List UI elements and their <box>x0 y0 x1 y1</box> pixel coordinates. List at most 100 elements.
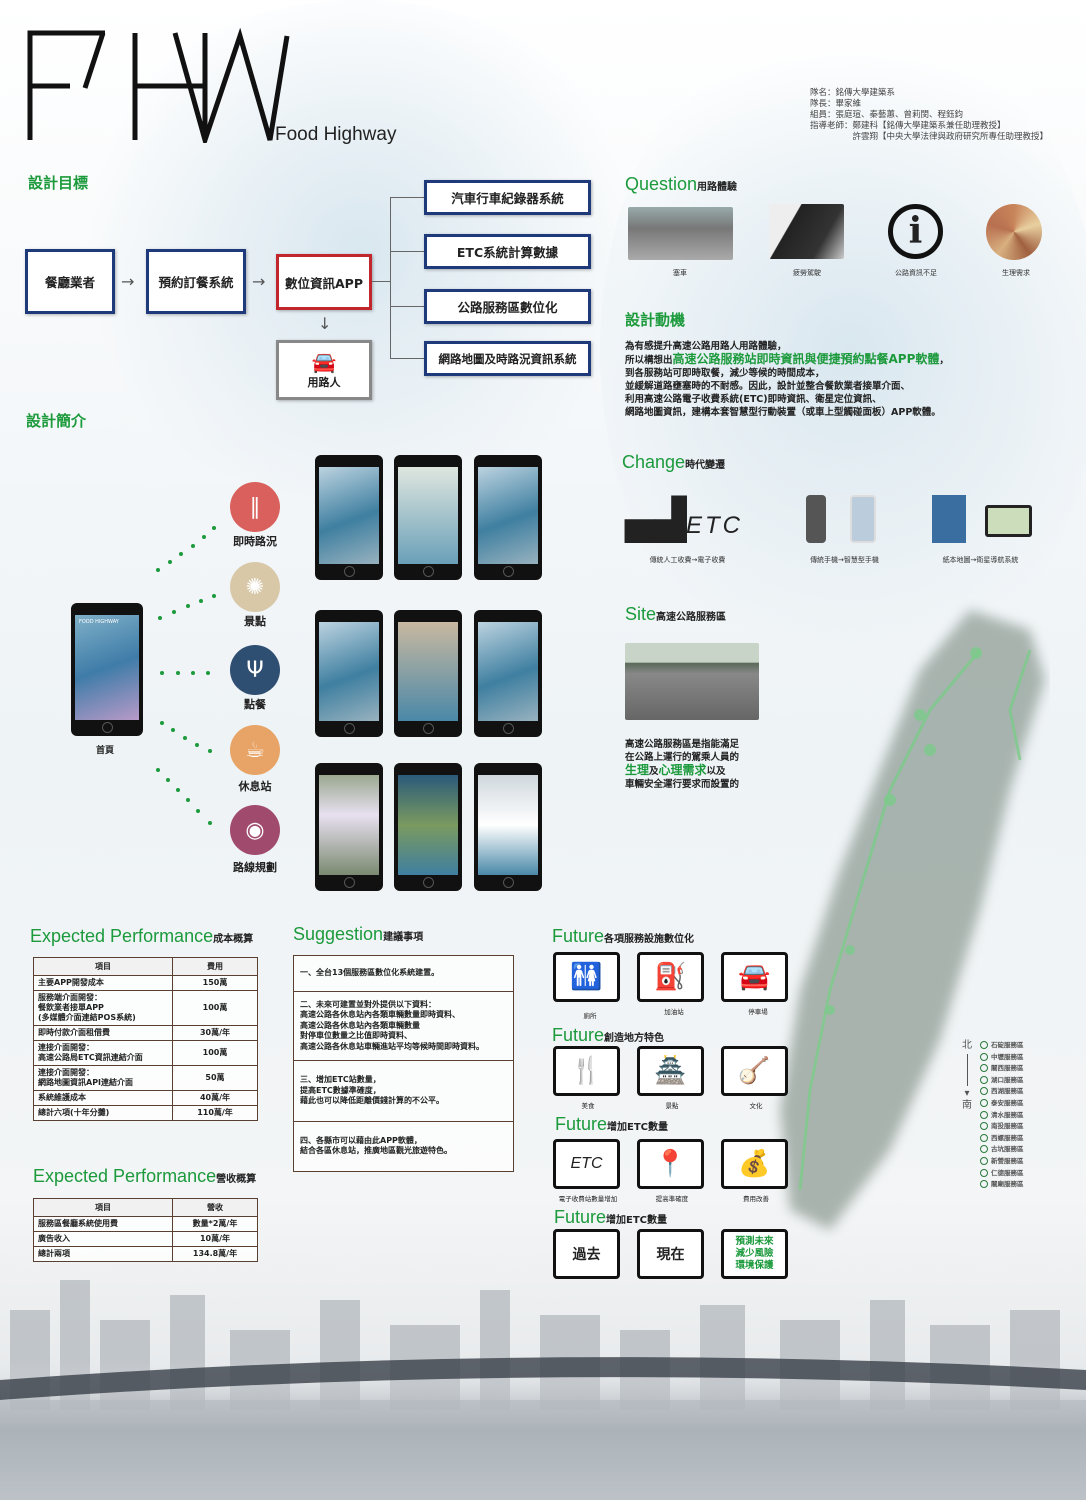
pipa-instrument-icon: 🪕 <box>721 1046 788 1096</box>
system-dashcam: 汽車行車紀錄器系統 <box>424 180 591 215</box>
design-goal-heading: 設計目標 <box>28 174 89 192</box>
design-intro-heading: 設計簡介 <box>26 412 87 430</box>
gas-pump-icon: ⛽ <box>637 952 704 1002</box>
app-screen <box>315 455 383 580</box>
logo-subtitle: Food Highway <box>275 124 397 145</box>
feature-label: 景點 <box>244 615 266 628</box>
app-screen <box>394 455 462 580</box>
old-phone-icon <box>806 495 826 543</box>
flow-digital-app: 數位資訊APP <box>276 254 372 310</box>
app-screen <box>315 610 383 737</box>
toll-booth-icon: ▄▟ <box>625 497 687 543</box>
home-label: 首頁 <box>95 746 114 756</box>
motivation-text: 為有感提升高速公路用路人用路體驗， 所以構想出高速公路服務站即時資訊與便捷預約點… <box>625 341 949 418</box>
app-screen <box>474 455 542 580</box>
app-screen <box>394 763 462 891</box>
change-caption: 傳統人工收費→電子收費 <box>649 556 726 564</box>
table-row: 總計六項(十年分攤)110萬/年 <box>33 1105 258 1121</box>
ferris-wheel-icon: ✺ <box>230 562 280 612</box>
arrow-right-icon: → <box>252 272 266 291</box>
home-phone: FOOD HIGHWAY <box>71 603 143 736</box>
coffee-cup-icon: ☕ <box>230 725 280 775</box>
taiwan-map <box>780 610 1045 1230</box>
food-photo <box>986 204 1042 260</box>
location-pin-icon: 📍 <box>637 1139 704 1189</box>
parking-car-icon: 🚘 <box>721 952 788 1002</box>
utensils-icon: Ψ <box>230 645 280 695</box>
app-screen <box>394 610 462 737</box>
traffic-jam-photo <box>628 207 733 260</box>
question-caption: 塞車 <box>673 269 687 277</box>
question-caption: 疲勞駕駛 <box>793 269 821 277</box>
landmark-icon: 🏯 <box>637 1046 704 1096</box>
revenue-heading: Expected Performance營收概算 <box>33 1166 257 1186</box>
future-caption: 加油站 <box>664 1008 684 1016</box>
system-service-area: 公路服務區數位化 <box>424 289 591 324</box>
suggestion-item: 三、增加ETC站數量， 提高ETC數據準確度， 藉此也可以降低距離價錢計算的不公… <box>294 1061 513 1122</box>
map-pin-icon: ◉ <box>230 805 280 855</box>
table-row: 服務端介面開發： 餐飲業者接單APP (多媒體介面連結POS系統)100萬 <box>33 990 258 1026</box>
arrow-right-icon: → <box>121 272 135 291</box>
motivation-heading: 設計動機 <box>625 311 686 329</box>
future-box: 預測未來 減少風險 環境保護 <box>721 1229 788 1279</box>
etc-logo: ETC <box>686 512 743 539</box>
service-area-legend: 石碇服務區中壢服務區關西服務區湖口服務區西湖服務區泰安服務區清水服務區南投服務區… <box>980 1040 1024 1191</box>
paper-map-icon <box>932 495 966 543</box>
future-caption: 美食 <box>581 1102 595 1110</box>
present-box: 現在 <box>637 1229 704 1279</box>
road-icon: ∥ <box>230 482 280 532</box>
question-caption: 生理需求 <box>1002 269 1030 277</box>
cost-heading: Expected Performance成本概算 <box>30 926 254 946</box>
app-screen <box>315 763 383 891</box>
change-caption: 紙本地圖→衛星導航系統 <box>942 556 1019 564</box>
table-row: 服務區餐廳系統使用費數量*2萬/年 <box>33 1216 258 1232</box>
money-bag-icon: 💰 <box>721 1139 788 1189</box>
site-text: 高速公路服務區是指能滿足在公路上運行的駕乘人員的 生理及心理需求以及 車輛安全運… <box>625 739 740 790</box>
city-skyline-background <box>0 1280 1086 1500</box>
future-caption: 提高準確度 <box>655 1195 689 1203</box>
feature-label: 即時路況 <box>233 535 277 548</box>
question-caption: 公路資訊不足 <box>895 269 937 277</box>
fhw-logo <box>27 28 290 143</box>
past-box: 過去 <box>553 1229 620 1279</box>
arrow-down-icon: ↓ <box>318 314 332 333</box>
change-caption: 傳統手機→智慧型手機 <box>810 556 879 564</box>
future-heading: Future各項服務設施數位化 <box>552 926 695 946</box>
site-heading: Site高速公路服務區 <box>625 604 727 624</box>
system-etc: ETC系統計算數據 <box>424 234 591 269</box>
suggestion-heading: Suggestion建議事項 <box>293 924 424 944</box>
car-icon: 🚘 <box>311 350 337 374</box>
etc-icon: ETC <box>553 1139 620 1189</box>
flow-restaurant: 餐廳業者 <box>25 249 115 314</box>
app-screen <box>474 610 542 737</box>
feature-label: 點餐 <box>244 698 266 711</box>
future-caption: 停車場 <box>748 1008 768 1016</box>
gps-device-icon <box>985 505 1032 537</box>
connector-dots <box>156 526 216 825</box>
north-south-indicator: 北▾南 <box>962 1040 972 1111</box>
feature-label: 休息站 <box>238 780 272 793</box>
restroom-icon: 🚻 <box>553 952 620 1002</box>
fork-knife-icon: 🍴 <box>553 1046 620 1096</box>
system-map-traffic: 網路地圖及時路況資訊系統 <box>424 341 591 376</box>
tired-driver-photo <box>769 204 844 259</box>
smartphone-icon <box>850 495 876 543</box>
highway-photo <box>625 643 759 720</box>
feature-label: 路線規劃 <box>233 861 277 874</box>
suggestion-list: 一、全台13個服務區數位化系統建置。 二、未來可建置並對外提供以下資料： 高速公… <box>293 955 514 1172</box>
question-heading: Question用路體驗 <box>625 174 738 194</box>
app-screen <box>474 763 542 891</box>
future-heading: Future創造地方特色 <box>552 1025 665 1045</box>
future-caption: 廁所 <box>583 1012 597 1020</box>
suggestion-item: 一、全台13個服務區數位化系統建置。 <box>294 956 513 992</box>
future-caption: 電子收費站數量增加 <box>558 1195 618 1203</box>
future-caption: 文化 <box>749 1102 763 1110</box>
